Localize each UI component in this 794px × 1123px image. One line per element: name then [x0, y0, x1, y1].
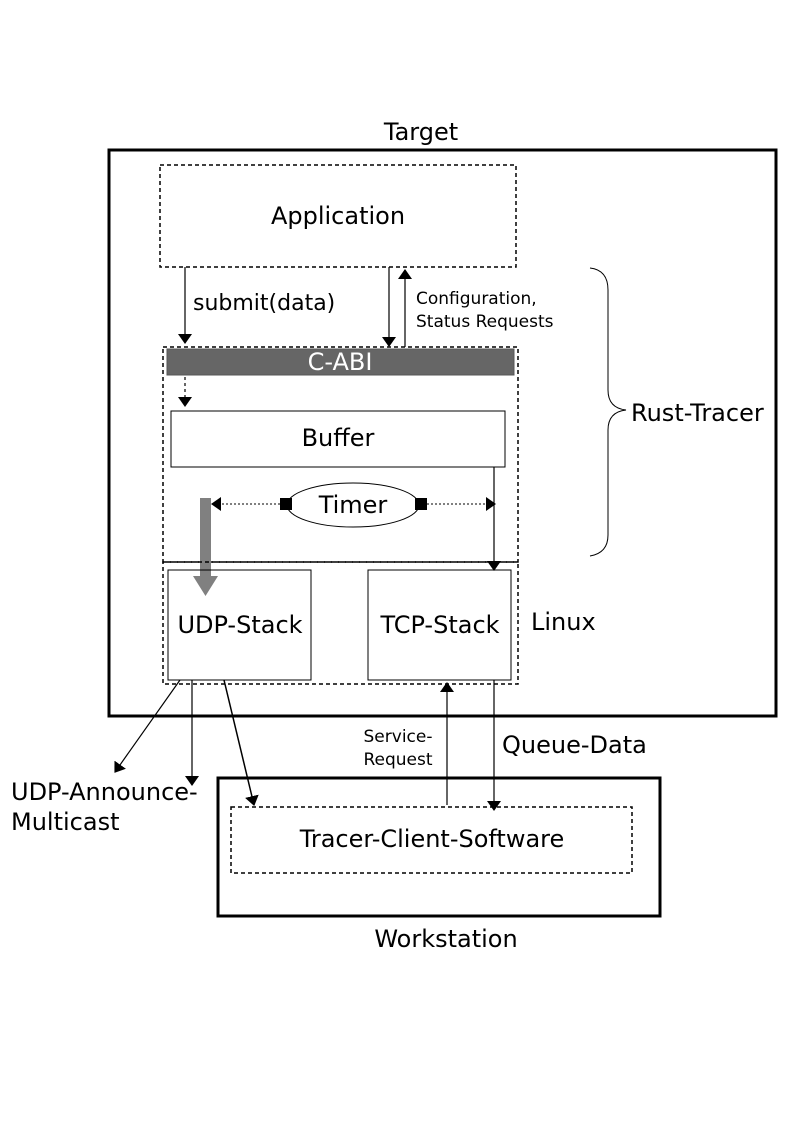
- cabi-label: C-ABI: [308, 348, 373, 376]
- service-label-line2: Request: [363, 750, 432, 770]
- config-label-line1: Configuration,: [416, 289, 537, 309]
- buffer-box: [170, 410, 506, 468]
- queue-data-label: Queue-Data: [502, 731, 647, 759]
- tcp-stack-box: [367, 569, 512, 681]
- udp-stack-box: [167, 569, 312, 681]
- service-label-line1: Service-: [364, 727, 433, 747]
- config-label-line2: Status Requests: [416, 312, 554, 332]
- rust-tracer-brace: [589, 267, 627, 557]
- tracer-client-label: Tracer-Client-Software: [299, 825, 565, 853]
- rust-tracer-box: [162, 346, 519, 563]
- udp-stack-label: UDP-Stack: [177, 611, 302, 639]
- udp-announce-label-line1: UDP-Announce-: [11, 778, 198, 806]
- udp-flow-arrow-head: [193, 576, 218, 596]
- tcp-stack-label: TCP-Stack: [379, 611, 499, 639]
- timer-label: Timer: [318, 491, 388, 519]
- target-box: [107, 148, 778, 718]
- udp-to-client-arrow: [223, 679, 259, 806]
- linux-box: [162, 561, 519, 685]
- application-box: [159, 164, 517, 268]
- udp-announce-arrow-1: [114, 679, 181, 773]
- cabi-bar: [166, 348, 515, 376]
- workstation-box: [216, 776, 662, 918]
- udp-flow-arrow-shaft: [200, 498, 211, 580]
- application-label: Application: [271, 202, 405, 230]
- rust-tracer-label: Rust-Tracer: [631, 399, 764, 427]
- linux-label: Linux: [531, 608, 596, 636]
- timer-port-right: [415, 498, 427, 510]
- udp-announce-label-line2: Multicast: [11, 808, 119, 836]
- target-label: Target: [383, 118, 458, 146]
- timer-port-left: [280, 498, 292, 510]
- buffer-label: Buffer: [302, 424, 375, 452]
- submit-label: submit(data): [193, 291, 335, 316]
- workstation-label: Workstation: [374, 925, 517, 953]
- tracer-client-box: [230, 806, 633, 874]
